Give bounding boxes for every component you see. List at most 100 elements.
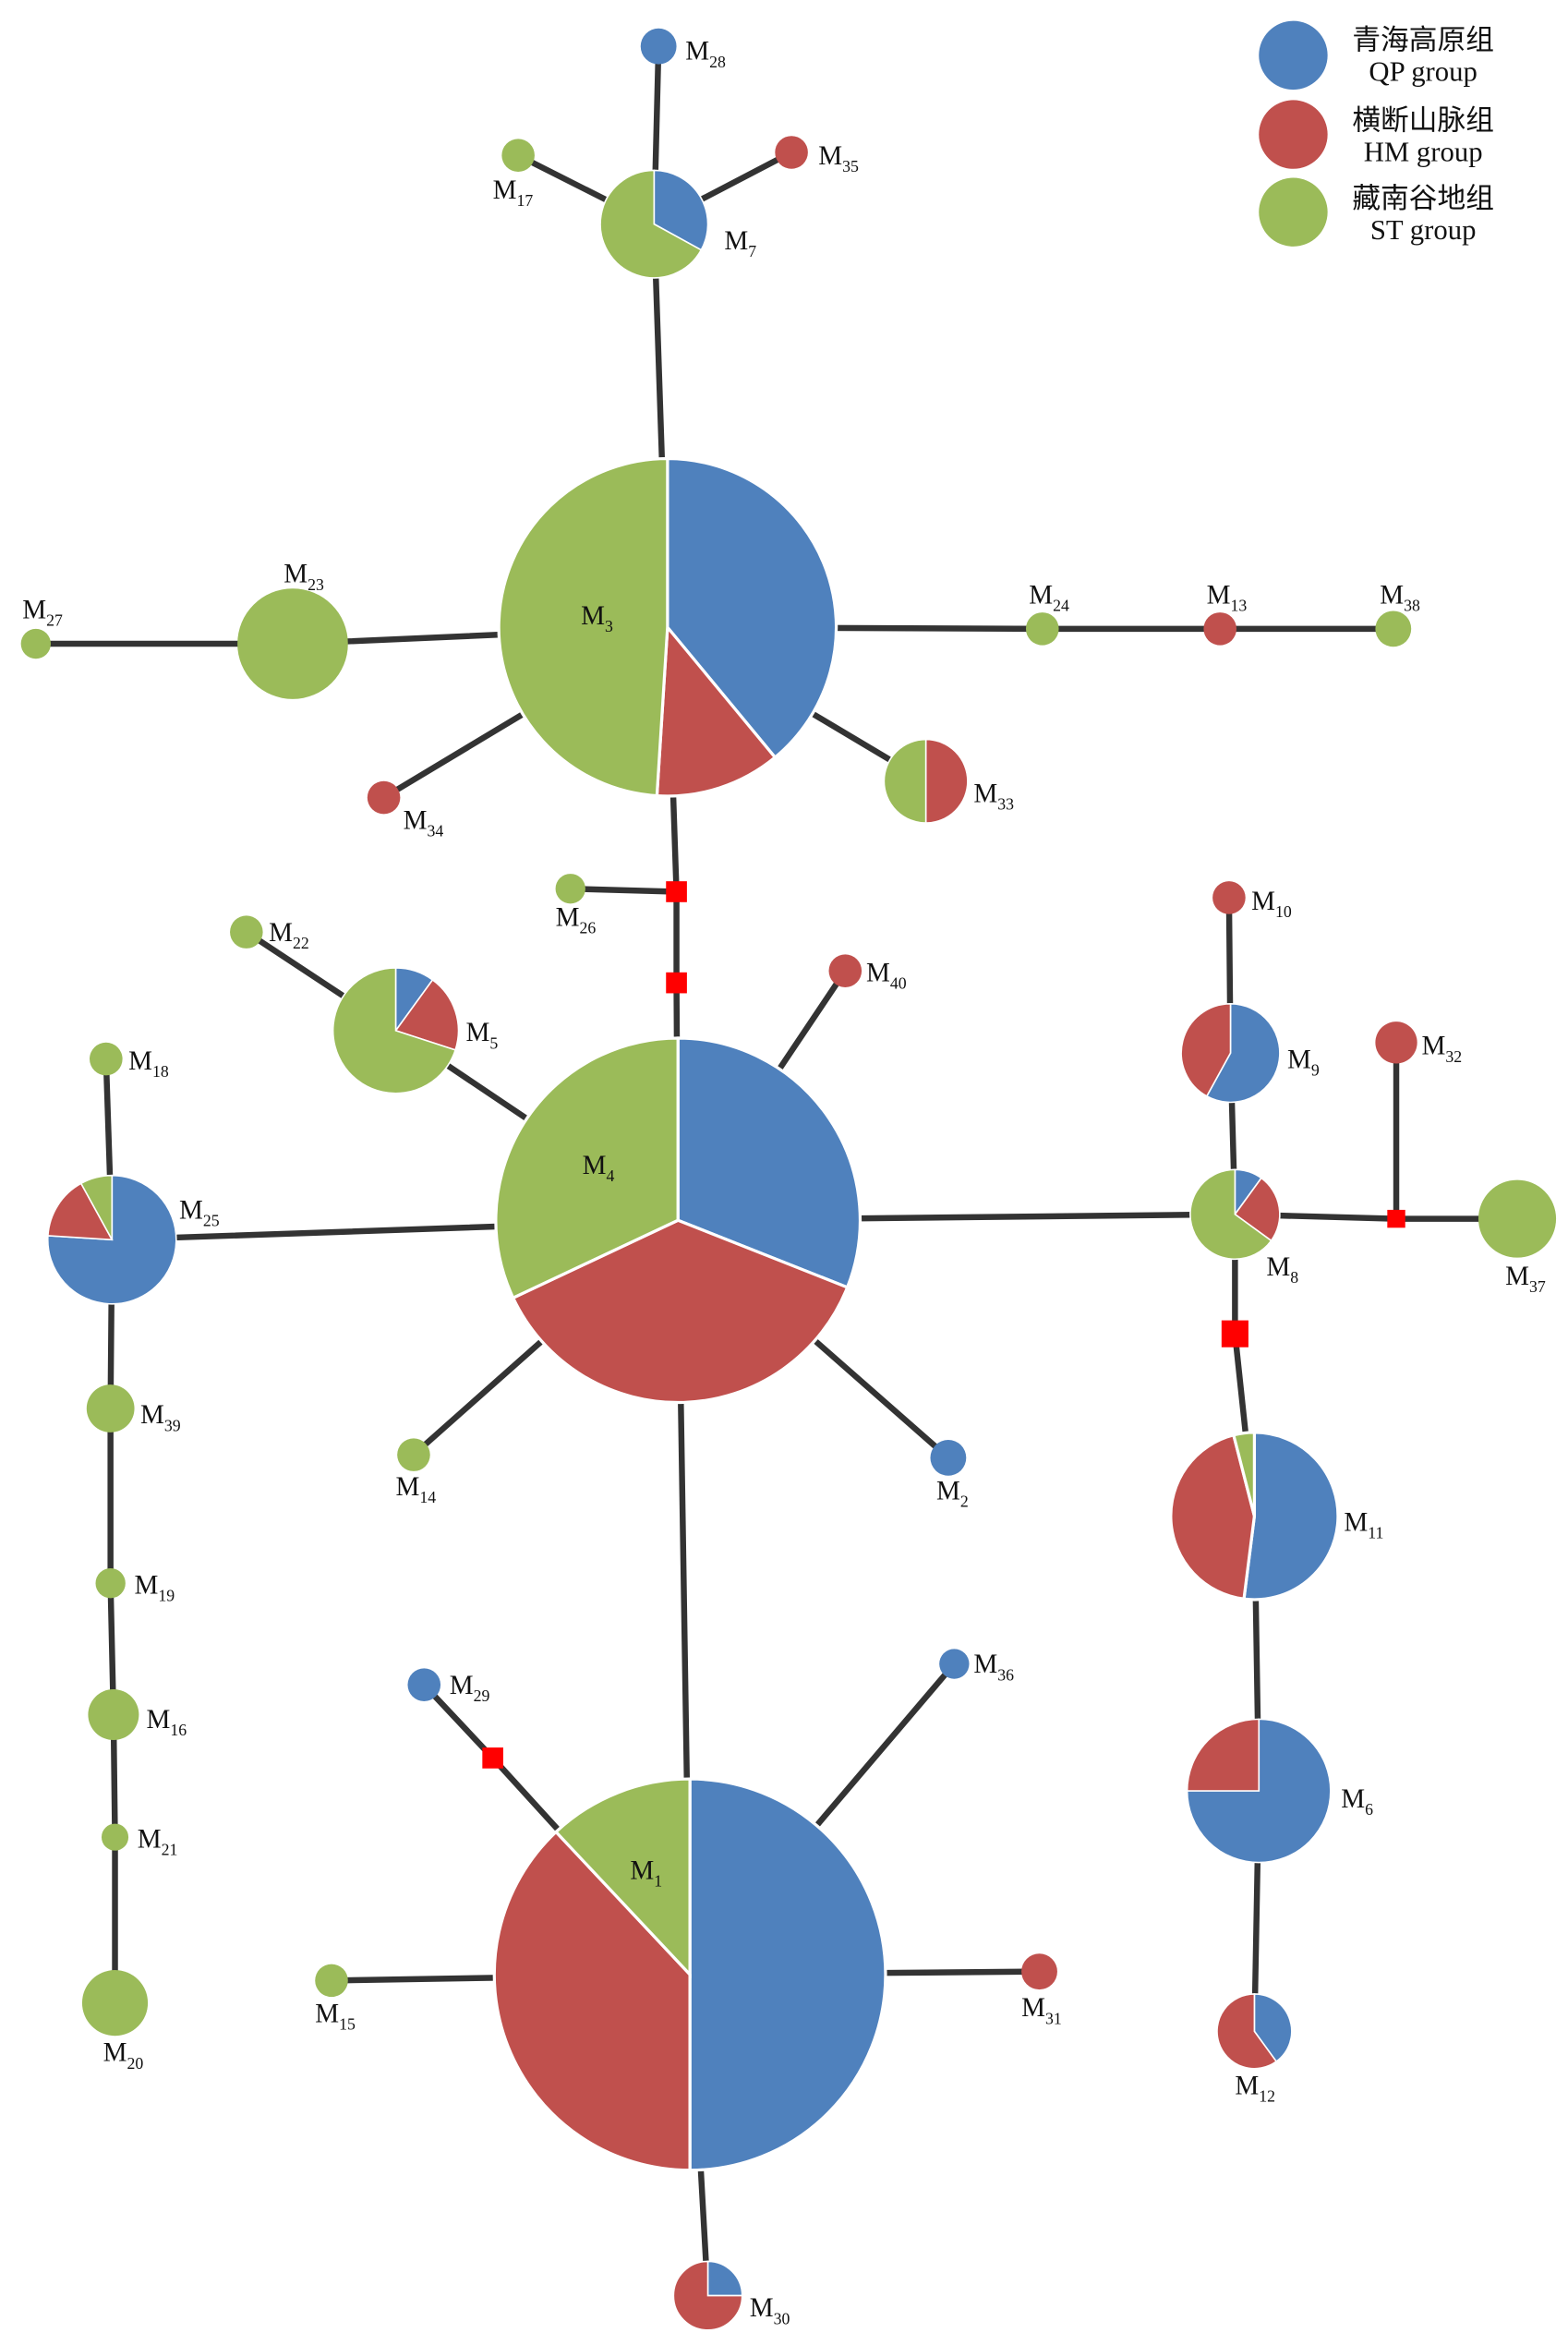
haplotype-label: M27 — [22, 596, 63, 630]
pie-slice-hm — [511, 1218, 850, 1405]
haplotype-label: M8 — [1266, 1252, 1298, 1287]
haplotype-label-subscript: 9 — [1311, 1060, 1320, 1079]
haplotype-node-m8: M8 — [1189, 1168, 1298, 1287]
haplotype-label-main: M — [283, 560, 308, 589]
haplotype-node-m24: M24 — [1025, 580, 1069, 646]
haplotype-node-m7: M7 — [599, 169, 756, 279]
haplotype-label-subscript: 11 — [1368, 1524, 1383, 1542]
haplotype-node-m35: M35 — [775, 136, 859, 175]
haplotype-node-m3: M3 — [497, 456, 838, 798]
pie-slice-hm — [1169, 1432, 1257, 1602]
haplotype-label: M29 — [450, 1671, 490, 1705]
haplotype-label-main: M — [466, 1018, 490, 1047]
haplotype-label: M40 — [866, 959, 907, 993]
pie-slice-hm — [492, 1830, 692, 2172]
haplotype-label-main: M — [146, 1705, 170, 1735]
haplotype-label-main: M — [103, 2038, 127, 2068]
haplotype-node-m23: M23 — [237, 560, 348, 699]
haplotype-label-subscript: 21 — [162, 1841, 178, 1859]
mutation-step-marker — [1221, 1320, 1248, 1348]
haplotype-node-m40: M40 — [828, 954, 907, 993]
haplotype-label: M14 — [396, 1472, 437, 1506]
legend-label-en: ST group — [1370, 214, 1477, 246]
haplotype-node-m28: M28 — [640, 28, 726, 71]
haplotype-node-m32: M32 — [1375, 1021, 1462, 1066]
haplotype-label-subscript: 37 — [1529, 1277, 1546, 1296]
haplotype-node-m37: M37 — [1478, 1179, 1557, 1296]
haplotype-label-main: M — [724, 226, 748, 256]
pie-slice-st — [95, 1568, 126, 1599]
pie-slice-hm — [1375, 1021, 1417, 1064]
haplotype-label-subscript: 29 — [474, 1686, 490, 1705]
haplotype-label-main: M — [973, 779, 997, 808]
pie-slice-st — [553, 1777, 692, 1978]
haplotype-node-m1: M1 — [492, 1777, 887, 2172]
haplotype-node-m20: M20 — [81, 1970, 149, 2073]
pie-slice-hm — [1021, 1953, 1057, 1990]
haplotype-node-m21: M21 — [101, 1823, 178, 1859]
haplotype-label-subscript: 38 — [1404, 596, 1420, 614]
mutation-step-marker — [482, 1747, 503, 1769]
haplotype-label-subscript: 16 — [170, 1721, 187, 1739]
haplotype-label-subscript: 33 — [997, 795, 1014, 814]
pie-slice-hm — [1180, 1002, 1232, 1097]
haplotype-node-m9: M9 — [1180, 1002, 1320, 1104]
legend-label-en: QP group — [1369, 55, 1477, 87]
mutation-step-marker — [1387, 1209, 1405, 1228]
haplotype-label-subscript: 2 — [960, 1493, 969, 1511]
legend: 青海高原组 QP group 横断山脉组 HM group 藏南谷地组 ST g… — [1259, 20, 1494, 247]
haplotype-node-m39: M39 — [86, 1384, 181, 1434]
pie-slice-hm — [828, 954, 862, 987]
haplotype-node-m16: M16 — [88, 1689, 187, 1741]
pie-slice-hm — [1203, 612, 1236, 646]
pie-slice-qp — [1186, 1718, 1332, 1864]
pie-slice-st — [599, 169, 703, 279]
pie-slice-st — [237, 588, 348, 699]
pie-slice-hm — [367, 780, 401, 815]
pie-slice-st — [883, 738, 927, 824]
haplotype-label-main: M — [493, 175, 517, 205]
haplotype-label-main: M — [1380, 580, 1404, 610]
haplotype-label-subscript: 7 — [748, 242, 756, 260]
pie-slice-st — [555, 874, 585, 904]
haplotype-label: M21 — [138, 1824, 178, 1858]
haplotype-label-main: M — [1235, 2071, 1259, 2100]
pie-slice-st — [1189, 1168, 1272, 1261]
haplotype-label: M2 — [936, 1477, 969, 1511]
pie-slice-st — [230, 915, 263, 949]
pie-slice-hm — [1234, 1177, 1281, 1242]
pie-slice-qp — [653, 169, 709, 251]
pie-slice-st — [501, 139, 535, 173]
haplotype-label: M25 — [179, 1196, 220, 1230]
pie-slice-qp — [666, 456, 838, 760]
haplotype-node-m38: M38 — [1375, 580, 1420, 647]
haplotype-label-main: M — [1029, 580, 1053, 610]
haplotype-label-subscript: 28 — [709, 53, 726, 71]
haplotype-label: M28 — [685, 37, 726, 71]
legend-item-st: 藏南谷地组 ST group — [1259, 177, 1494, 247]
edge-v1-M26 — [567, 886, 680, 895]
haplotype-label-subscript: 20 — [127, 2054, 143, 2073]
pie-slice-st — [20, 628, 51, 659]
haplotype-node-m13: M13 — [1203, 580, 1247, 646]
pie-slice-qp — [1205, 1002, 1281, 1104]
mutation-step-marker — [666, 881, 687, 902]
haplotype-label-main: M — [581, 601, 605, 631]
pie-slice-st — [494, 1036, 680, 1300]
legend-label-zh: 藏南谷地组 — [1352, 182, 1494, 215]
haplotype-label-main: M — [1287, 1045, 1311, 1074]
haplotype-label-main: M — [269, 918, 293, 948]
network-nodes: M1M2M3M4M5M6M7M8M9M10M11M12M13M14M15M16M… — [20, 28, 1557, 2331]
haplotype-label: M17 — [493, 175, 534, 210]
pie-slice-hm — [672, 2260, 743, 2331]
haplotype-node-m30: M30 — [672, 2260, 790, 2331]
haplotype-label-subscript: 24 — [1053, 596, 1069, 614]
haplotype-node-m12: M12 — [1216, 1993, 1293, 2105]
pie-slice-qp — [407, 1668, 441, 1701]
haplotype-label-subscript: 40 — [890, 974, 907, 993]
haplotype-label-subscript: 19 — [158, 1587, 175, 1605]
haplotype-label-subscript: 32 — [1445, 1047, 1462, 1066]
pie-slice-qp — [688, 1777, 887, 2172]
legend-item-hm: 横断山脉组 HM group — [1259, 100, 1494, 169]
